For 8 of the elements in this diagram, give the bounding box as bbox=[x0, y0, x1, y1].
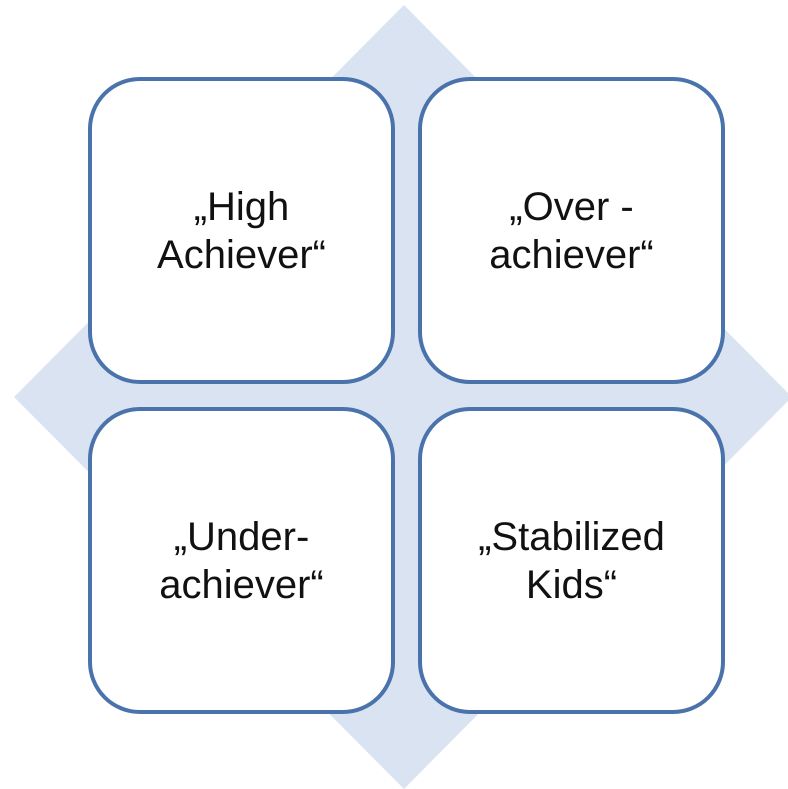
rounded-box bbox=[88, 77, 395, 384]
rounded-box bbox=[88, 407, 395, 714]
quadrant-label: „Under- achiever“ bbox=[158, 514, 325, 608]
rounded-box bbox=[418, 77, 725, 384]
quadrant-label: „Over - achiever“ bbox=[488, 184, 655, 278]
quadrant-label: „Stabilized Kids“ bbox=[477, 514, 666, 608]
rounded-box bbox=[418, 407, 725, 714]
quadrant-label: „High Achiever“ bbox=[156, 184, 327, 278]
